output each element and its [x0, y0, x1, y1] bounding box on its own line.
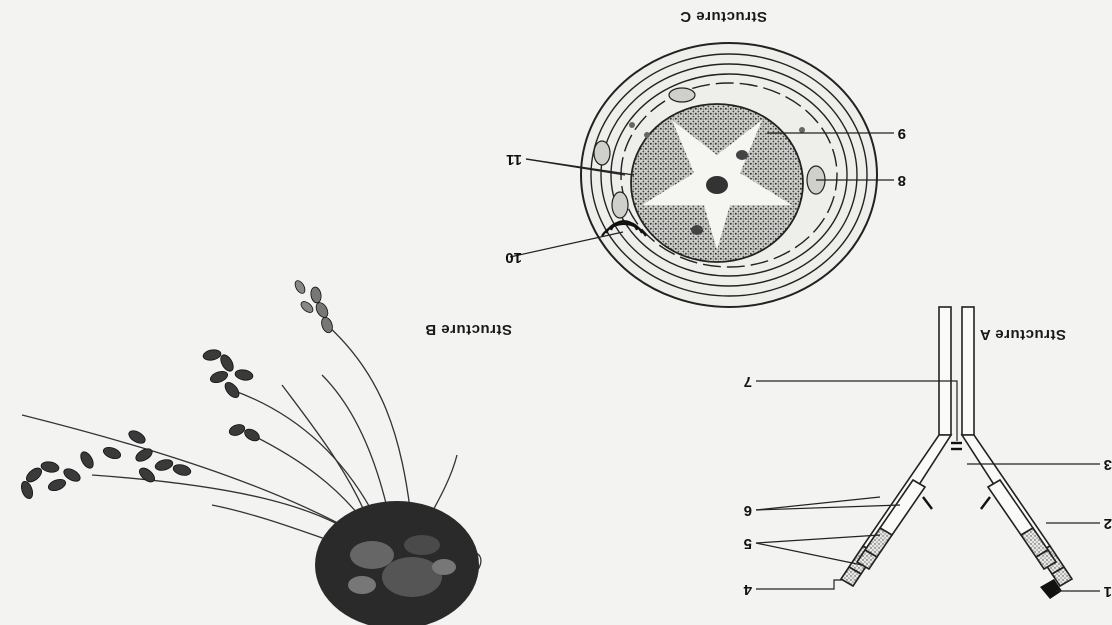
label-9: 9 — [898, 125, 906, 141]
structure-a-caption: Structure A — [979, 326, 1066, 343]
plasma-cell — [581, 43, 877, 307]
structure-c-caption: Structure C — [680, 8, 767, 25]
label-2: 2 — [1104, 515, 1112, 531]
label-6: 6 — [744, 502, 752, 518]
structure-b-caption: Structure B — [425, 321, 512, 338]
label-3: 3 — [1104, 456, 1112, 472]
label-10: 10 — [505, 249, 522, 265]
label-1: 1 — [1104, 583, 1112, 599]
label-11: 11 — [506, 151, 522, 167]
label-8: 8 — [898, 172, 906, 188]
label-7: 7 — [744, 373, 752, 389]
label-4: 4 — [744, 581, 752, 597]
label-5: 5 — [744, 535, 752, 551]
